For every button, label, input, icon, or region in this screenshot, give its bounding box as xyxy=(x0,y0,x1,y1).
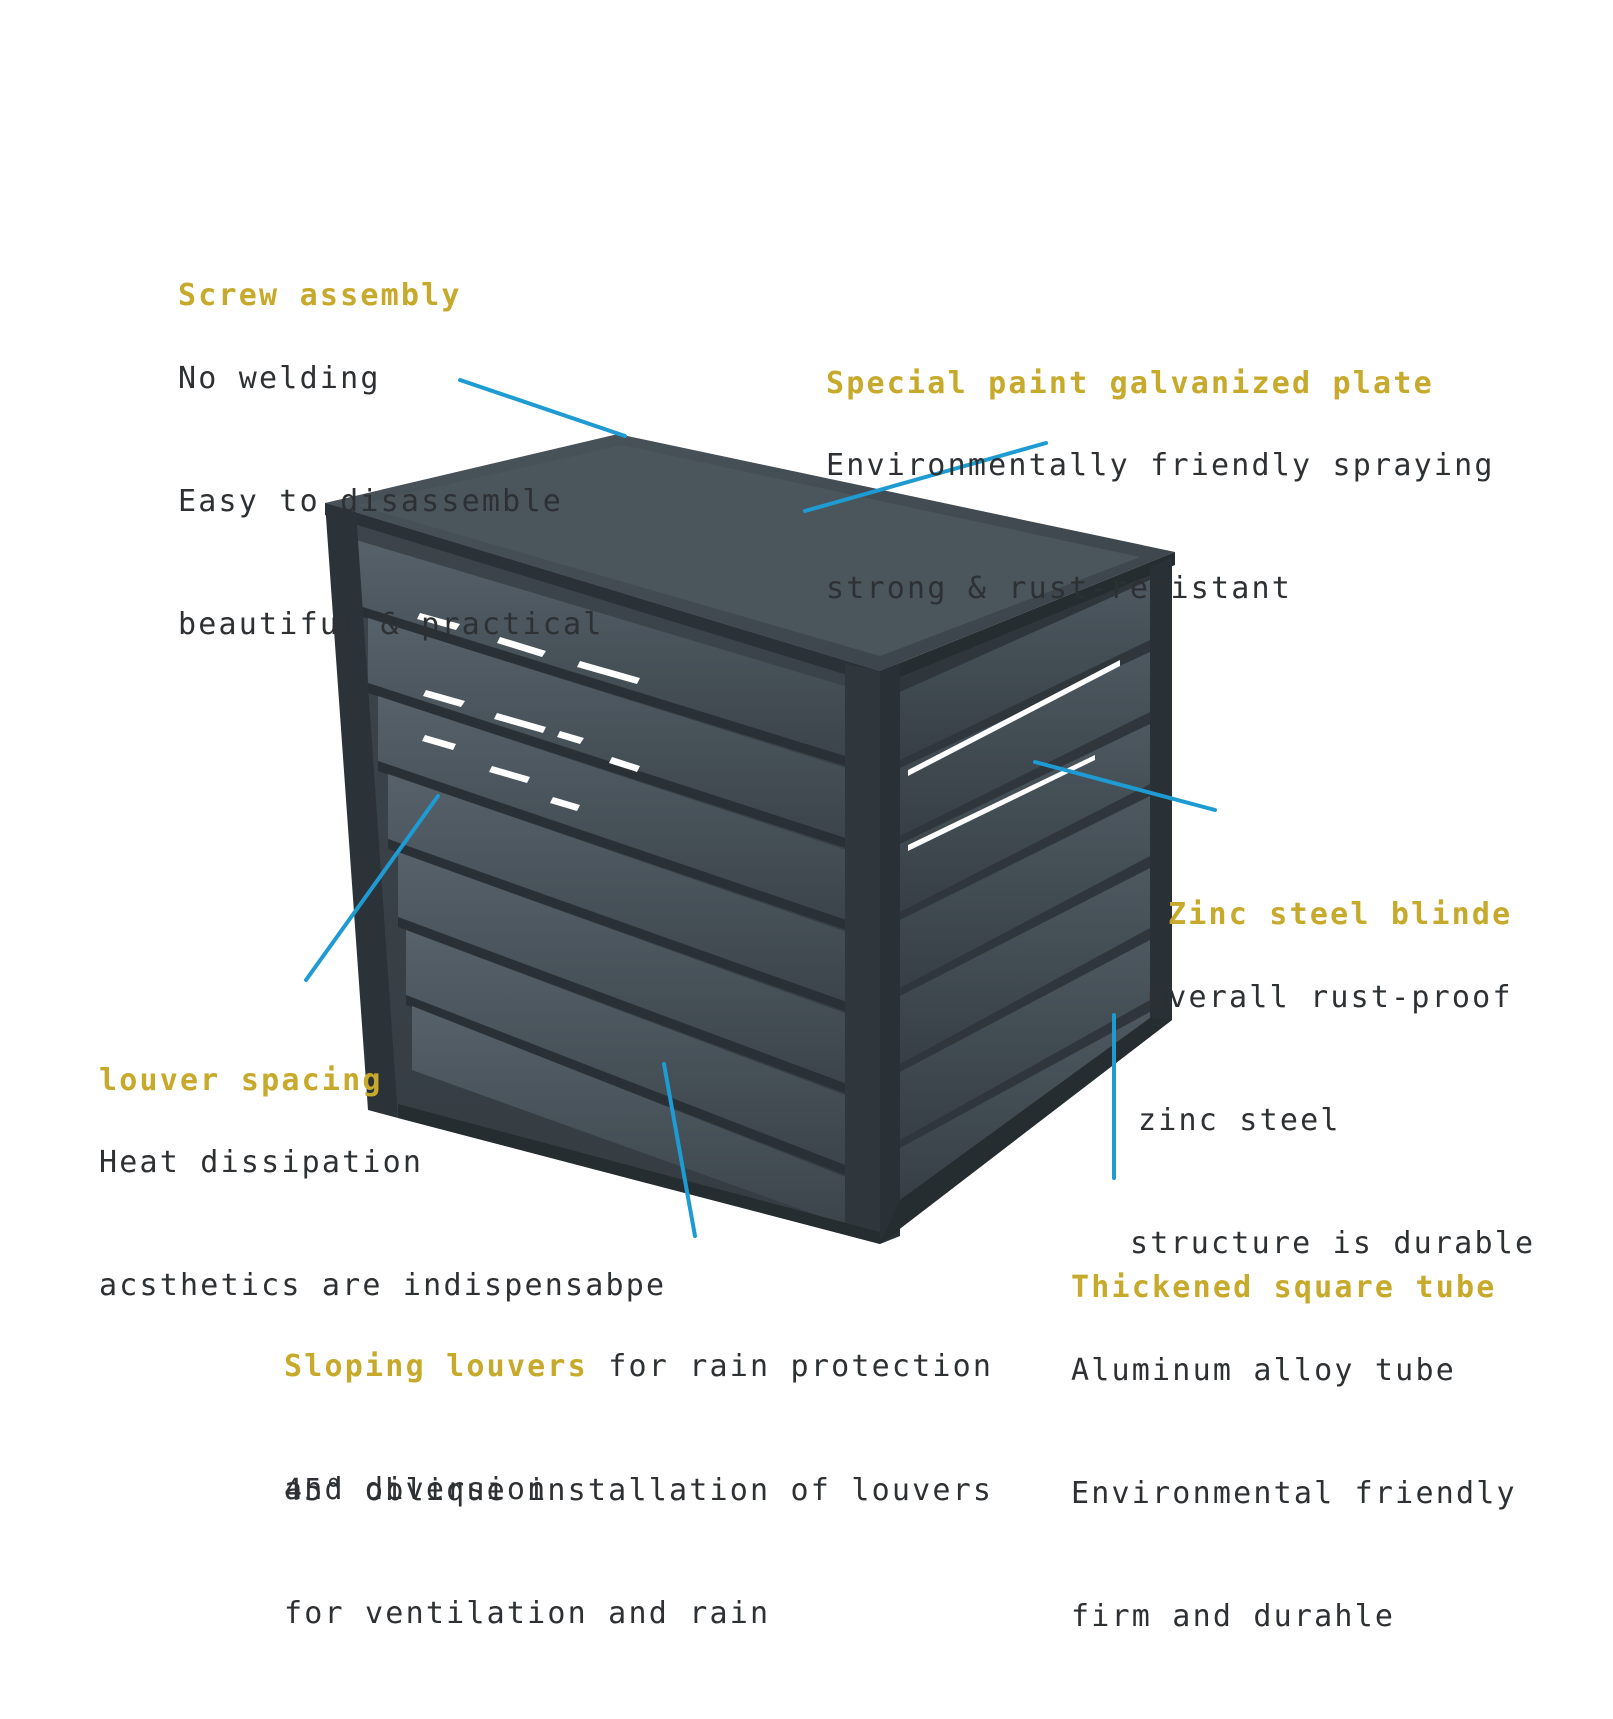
screw-assembly-line: Easy to disassemble xyxy=(178,484,563,519)
side-louvers xyxy=(880,557,1172,1244)
zinc-blinde-callout: Zinc steel blinde xyxy=(1168,812,1512,1017)
louver-spacing-line: Heat dissipation xyxy=(99,1145,424,1180)
galvanized-plate-line: strong & rust-resistant xyxy=(826,571,1293,606)
galvanized-plate-line: Environmentally friendly spraying xyxy=(826,448,1495,483)
sloping-louvers-heading: Sloping louvers xyxy=(284,1349,588,1384)
square-tube-line: firm and durahle xyxy=(1071,1599,1396,1634)
product-illustration xyxy=(304,378,1217,1244)
square-tube-heading: Thickened square tube xyxy=(1071,1270,1497,1305)
screw-assembly-body: No welding Easy to disassemble beautiful… xyxy=(178,276,604,727)
sloping-louvers-callout: Sloping louvers for rain protection and … xyxy=(284,1264,993,1592)
galvanized-plate-body: Environmentally friendly spraying strong… xyxy=(826,363,1495,691)
leader-lines xyxy=(304,378,1217,1238)
square-tube-line: Aluminum alloy tube xyxy=(1071,1353,1456,1388)
zinc-blinde-heading: Zinc steel blinde xyxy=(1168,897,1513,932)
infographic-stage: Screw assembly No welding Easy to disass… xyxy=(99,193,1535,1634)
zinc-blinde-line: Overall rust-proof xyxy=(1148,980,1513,1015)
front-louvers xyxy=(325,503,880,1244)
screw-assembly-heading: Screw assembly xyxy=(178,278,462,313)
zinc-blinde-line: structure is durable xyxy=(1130,1226,1536,1261)
louver-spacing-callout: louver spacing xyxy=(99,978,383,1183)
lid-edge-side xyxy=(880,552,1175,685)
louver-spacing-heading: louver spacing xyxy=(99,1063,383,1098)
screw-assembly-callout: Screw assembly xyxy=(178,193,462,398)
leader-zinc-blinde xyxy=(1033,760,1217,812)
sloping-louvers-line: and diversion xyxy=(284,1472,548,1507)
louver-spacing-body: Heat dissipation acsthetics are indispen… xyxy=(99,1060,666,1388)
zinc-blinde-body: Overall rust-proof zinc steel structure … xyxy=(1130,895,1535,1346)
sloping-louvers-body: 45° oblique installation of louvers for … xyxy=(284,1388,993,1716)
square-tube-line: Environmental friendly xyxy=(1071,1476,1517,1511)
square-tube-callout: Thickened square tube xyxy=(1071,1185,1497,1390)
galvanized-plate-callout: Special paint galvanized plate xyxy=(826,281,1434,486)
zinc-blinde-line: zinc steel xyxy=(1138,1103,1341,1138)
leader-louver-spacing xyxy=(304,794,440,982)
leader-galvanized-plate xyxy=(803,441,1048,513)
louver-spacing-line: acsthetics are indispensabpe xyxy=(99,1268,667,1303)
leader-screw-assembly xyxy=(458,378,627,438)
sloping-louvers-line: for ventilation and rain xyxy=(284,1596,771,1631)
square-tube-body: Aluminum alloy tube Environmental friend… xyxy=(1071,1268,1517,1719)
galvanized-plate-heading: Special paint galvanized plate xyxy=(826,366,1434,401)
screw-assembly-line: beautiful & practical xyxy=(178,607,604,642)
sloping-louvers-line: 45° oblique installation of louvers xyxy=(284,1473,994,1508)
screw-assembly-line: No welding xyxy=(178,361,381,396)
lid-inner-panel xyxy=(356,445,1140,656)
leader-sloping-louvers xyxy=(662,1062,697,1238)
lid-edge-front xyxy=(325,503,880,685)
sloping-louvers-heading-rest: for rain protection xyxy=(587,1349,994,1384)
